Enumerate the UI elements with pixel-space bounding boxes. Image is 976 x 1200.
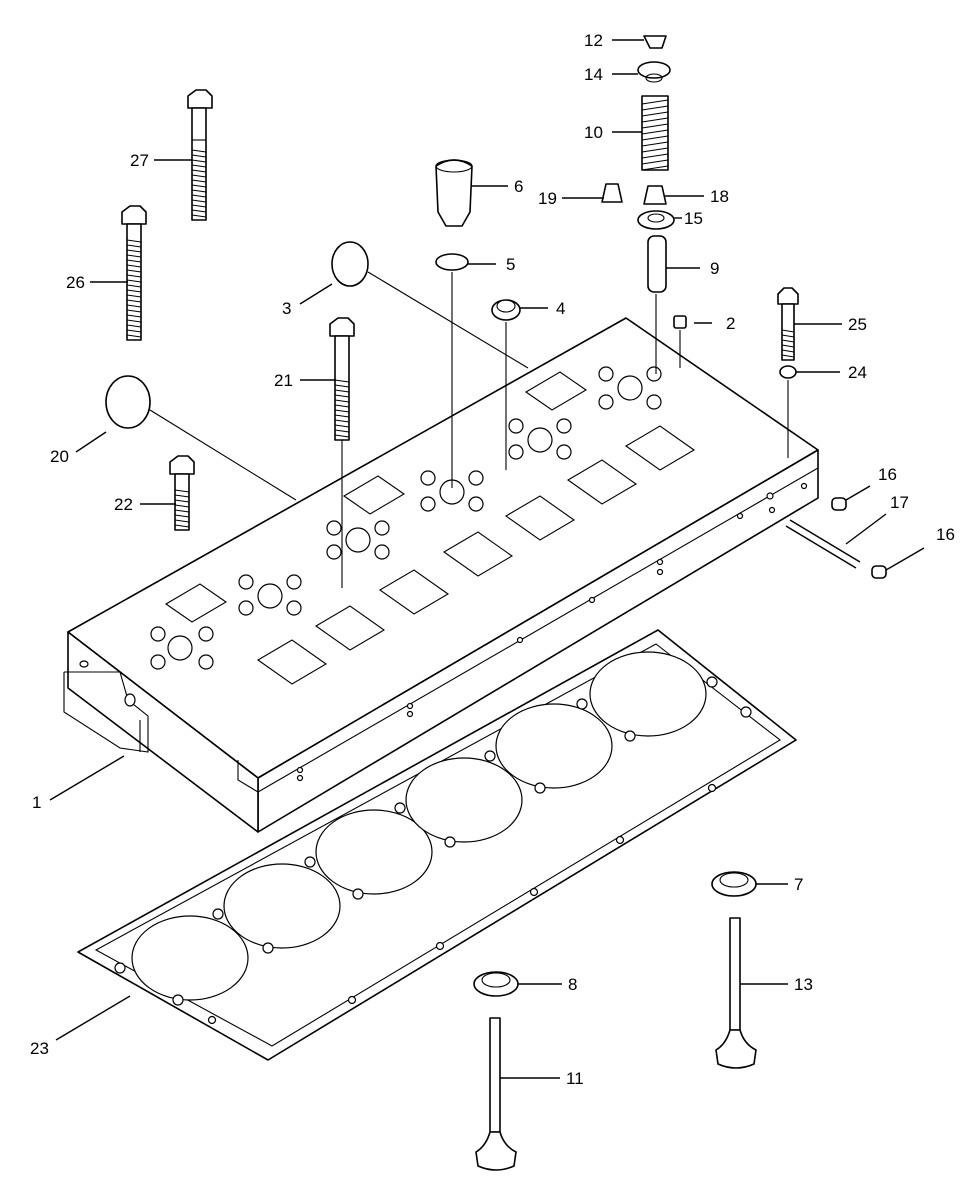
cylinder-head bbox=[63, 317, 819, 833]
gasket-bolt-holes bbox=[114, 676, 752, 1025]
bolt-27 bbox=[187, 89, 213, 221]
valve-stem-seal-18 bbox=[643, 185, 667, 205]
bolt-26 bbox=[121, 205, 147, 341]
callout-9: 9 bbox=[710, 259, 719, 278]
callout-24: 24 bbox=[848, 363, 867, 382]
callout-11: 11 bbox=[566, 1069, 584, 1088]
plug-16-upper bbox=[831, 497, 847, 511]
callout-6: 6 bbox=[514, 177, 523, 196]
washer-24 bbox=[779, 365, 797, 379]
callout-2: 2 bbox=[726, 314, 735, 333]
callout-5: 5 bbox=[506, 255, 515, 274]
callout-16b: 16 bbox=[936, 525, 955, 544]
callout-25: 25 bbox=[848, 315, 867, 334]
callout-21: 21 bbox=[274, 371, 293, 390]
valve-guide-9 bbox=[647, 235, 667, 293]
valve-11 bbox=[475, 1017, 517, 1171]
valve-13 bbox=[715, 917, 757, 1069]
dowel-2 bbox=[673, 315, 687, 329]
plug-16-lower bbox=[871, 565, 887, 579]
expansion-plug-20 bbox=[105, 375, 151, 429]
callout-22: 22 bbox=[114, 495, 133, 514]
callout-14: 14 bbox=[584, 65, 603, 84]
valve-stem-seal-19 bbox=[601, 183, 623, 203]
injector-sleeve-6 bbox=[435, 159, 473, 227]
callout-27: 27 bbox=[130, 151, 149, 170]
spring-seat-15 bbox=[637, 210, 675, 230]
side-face-holes bbox=[296, 482, 808, 782]
callout-leaders bbox=[49, 39, 925, 1079]
callout-12: 12 bbox=[584, 31, 603, 50]
head-gasket bbox=[77, 629, 797, 1061]
callout-17: 17 bbox=[890, 493, 909, 512]
tube-17 bbox=[785, 519, 861, 569]
callout-13: 13 bbox=[794, 975, 813, 994]
top-face-pockets bbox=[164, 371, 696, 685]
callout-4: 4 bbox=[556, 299, 565, 318]
callout-3: 3 bbox=[282, 299, 291, 318]
spring-retainer-14 bbox=[637, 61, 671, 83]
valve-seat-insert-7 bbox=[711, 871, 757, 897]
bolt-22 bbox=[169, 455, 195, 531]
callout-16: 16 bbox=[878, 465, 897, 484]
valve-seat-insert-8 bbox=[473, 971, 519, 997]
callout-10: 10 bbox=[584, 123, 603, 142]
callout-8: 8 bbox=[568, 975, 577, 994]
callout-26: 26 bbox=[66, 273, 85, 292]
callout-labels: 1 2 3 4 5 6 7 8 9 10 11 12 13 14 15 16 1… bbox=[30, 31, 955, 1088]
seal-4 bbox=[491, 299, 521, 321]
callout-19: 19 bbox=[538, 189, 557, 208]
callout-7: 7 bbox=[794, 875, 803, 894]
callout-1: 1 bbox=[32, 793, 41, 812]
callout-23: 23 bbox=[30, 1039, 49, 1058]
valve-spring-10 bbox=[641, 95, 669, 171]
valve-keepers-12 bbox=[643, 35, 667, 49]
o-ring-5 bbox=[435, 253, 469, 271]
bolt-21 bbox=[329, 317, 355, 441]
install-lines bbox=[149, 271, 789, 588]
expansion-plug-3 bbox=[331, 241, 369, 287]
callout-20: 20 bbox=[50, 447, 69, 466]
valve-port-groups bbox=[150, 366, 662, 670]
callout-15: 15 bbox=[684, 209, 703, 228]
callout-18: 18 bbox=[710, 187, 729, 206]
